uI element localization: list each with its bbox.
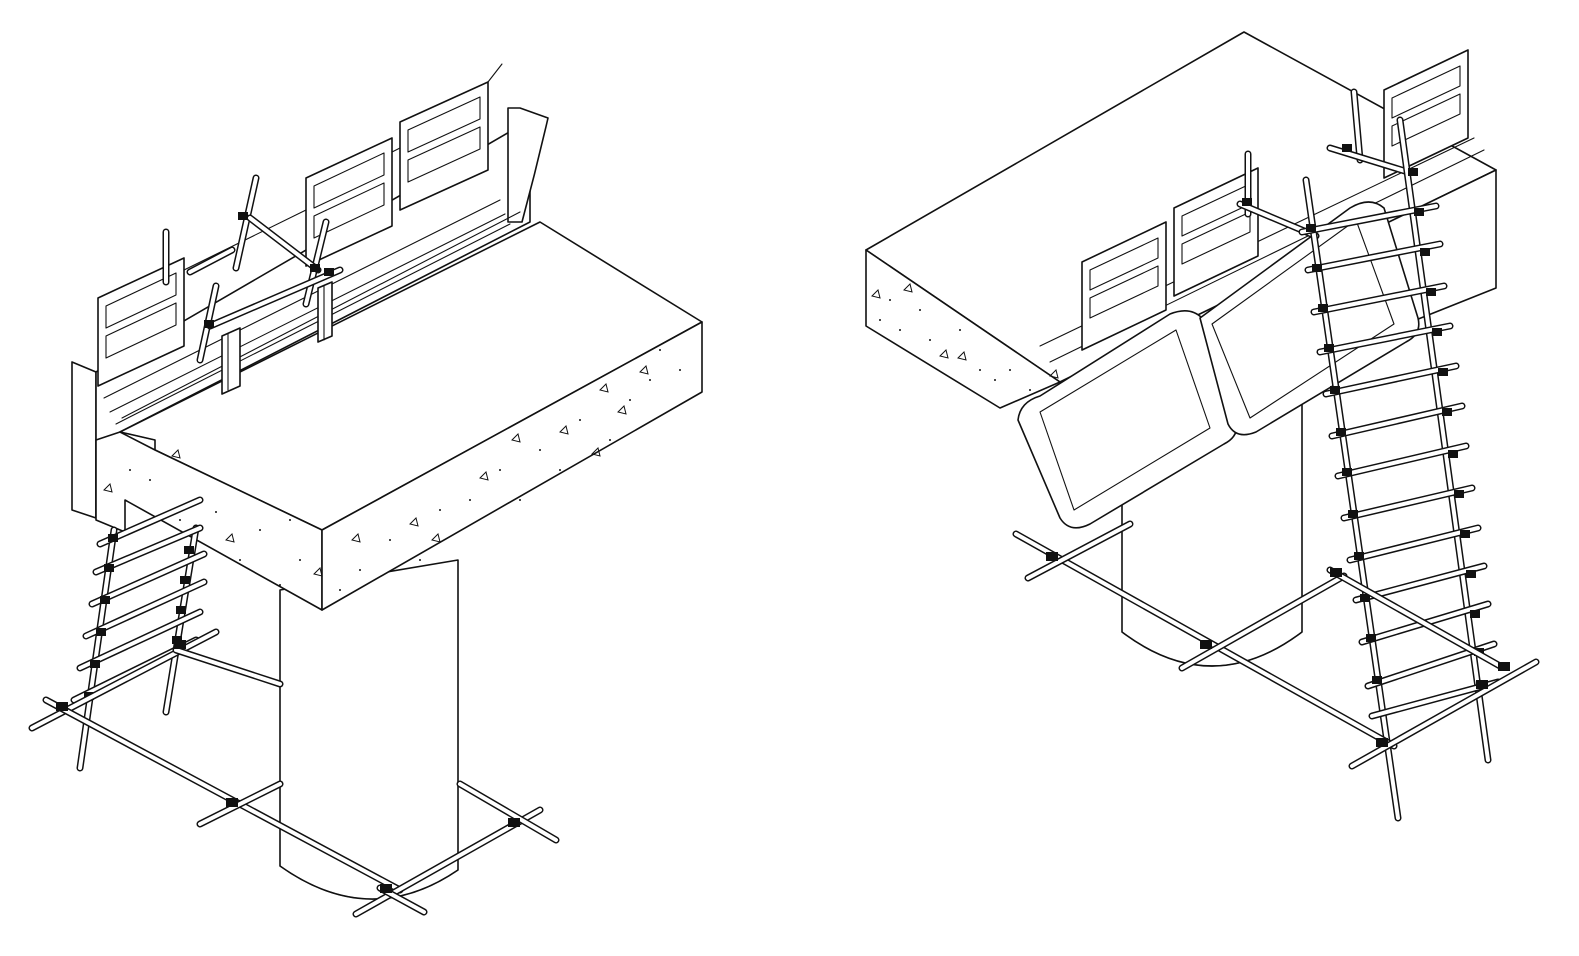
left-pier-column bbox=[279, 559, 459, 900]
right-concrete-texture bbox=[871, 283, 1059, 391]
left-diagonal-braces bbox=[162, 174, 344, 364]
left-bearing-pedestals bbox=[221, 281, 333, 395]
left-guardrail-panels bbox=[97, 63, 503, 387]
right-view bbox=[865, 31, 1540, 822]
left-view bbox=[28, 63, 703, 918]
left-concrete-texture bbox=[103, 349, 681, 591]
left-ground-tubes bbox=[28, 628, 560, 918]
left-pier-cap bbox=[95, 211, 703, 611]
right-guardrail-panels bbox=[1081, 49, 1469, 351]
left-back-wall bbox=[71, 107, 549, 527]
right-ground-tubes bbox=[1012, 520, 1540, 770]
